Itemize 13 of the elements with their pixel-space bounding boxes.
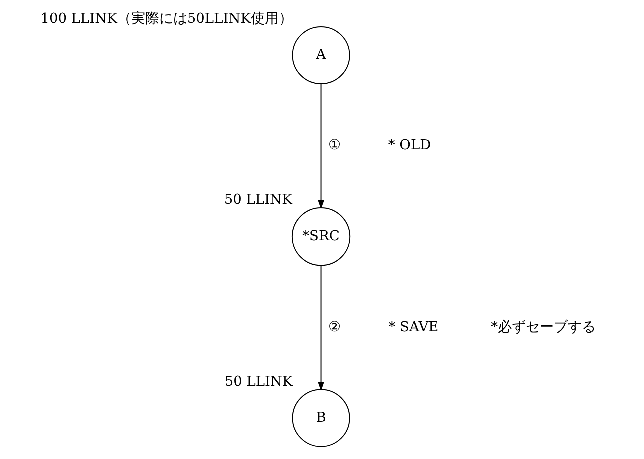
arrow	[318, 265, 324, 392]
label: *必ずセーブする	[490, 319, 596, 336]
label: * SAVE	[388, 319, 438, 336]
arrow	[318, 84, 324, 210]
label: * OLD	[388, 138, 431, 154]
node-label: 50 LLINK	[224, 374, 292, 390]
node-label: 50 LLINK	[224, 192, 292, 208]
edge-label: ②	[328, 319, 342, 336]
node-label: 100 LLINK（実際には50LLINK使用）	[40, 11, 292, 28]
edge-label: ①	[328, 138, 342, 154]
node-circle: A	[292, 26, 350, 84]
node-circle: B	[292, 389, 350, 448]
node-circle: *SRC	[291, 208, 350, 266]
